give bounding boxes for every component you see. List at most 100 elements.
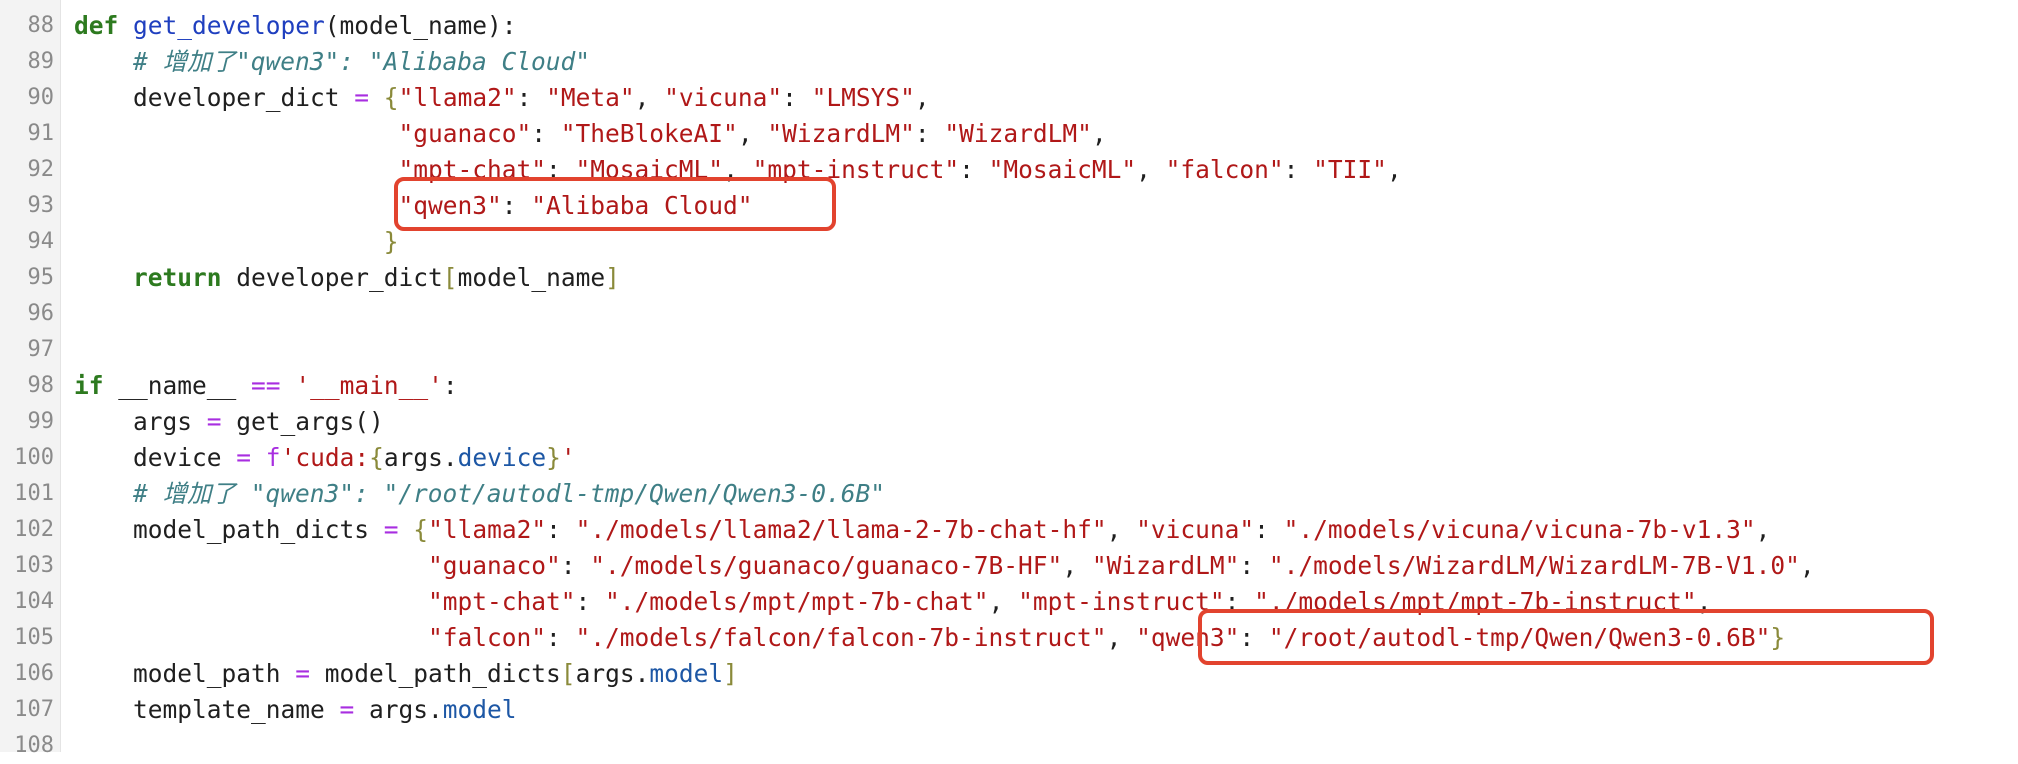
code-token: : <box>914 119 945 148</box>
code-token <box>74 47 133 76</box>
code-line[interactable]: 96 <box>0 296 2018 332</box>
code-line[interactable]: 97 <box>0 332 2018 368</box>
code-token: "falcon" <box>428 623 547 652</box>
code-line[interactable]: 101 # 增加了 "qwen3": "/root/autodl-tmp/Qwe… <box>0 476 2018 512</box>
code-token: [ <box>442 263 458 292</box>
code-token: { <box>369 443 384 472</box>
code-token <box>74 479 133 508</box>
code-token: : <box>1239 623 1269 652</box>
code-token: "WizardLM" <box>767 119 915 148</box>
code-token: : <box>546 515 576 544</box>
code-line[interactable]: 102 model_path_dicts = {"llama2": "./mod… <box>0 512 2018 548</box>
code-line[interactable]: 100 device = f'cuda:{args.device}' <box>0 440 2018 476</box>
code-token: { <box>413 515 429 544</box>
line-number: 97 <box>27 337 55 362</box>
code-token: { <box>383 83 399 112</box>
code-token: "vicuna" <box>664 83 783 112</box>
code-text: "guanaco": "TheBlokeAI", "WizardLM": "Wi… <box>74 116 1107 152</box>
code-token: : <box>1239 551 1269 580</box>
code-line[interactable]: 103 "guanaco": "./models/guanaco/guanaco… <box>0 548 2018 584</box>
code-token: "mpt-chat" <box>428 587 576 616</box>
code-token: __name__ <box>103 371 252 400</box>
code-token <box>74 119 399 148</box>
code-token: : <box>575 587 606 616</box>
code-token: "TII" <box>1313 155 1387 184</box>
code-text: args = get_args() <box>74 404 384 440</box>
code-token <box>118 11 133 40</box>
code-token: , <box>737 119 768 148</box>
code-text: model_path = model_path_dicts[args.model… <box>74 656 738 692</box>
code-line[interactable]: 91 "guanaco": "TheBlokeAI", "WizardLM": … <box>0 116 2018 152</box>
code-token: , <box>1106 515 1137 544</box>
code-token: template_name <box>74 695 340 724</box>
code-token <box>399 515 414 544</box>
code-token: ] <box>723 659 738 688</box>
code-token: , <box>1091 119 1107 148</box>
code-token: developer_dict <box>74 83 355 112</box>
code-token: "qwen3" <box>1136 623 1240 652</box>
code-token: , <box>634 83 665 112</box>
code-line[interactable]: 99 args = get_args() <box>0 404 2018 440</box>
line-number: 89 <box>27 49 55 74</box>
line-number: 103 <box>14 553 54 578</box>
line-number: 100 <box>14 445 54 470</box>
code-text: model_path_dicts = {"llama2": "./models/… <box>74 512 1770 548</box>
code-token: : <box>546 155 576 184</box>
code-token: def <box>74 11 119 40</box>
line-number: 88 <box>27 13 55 38</box>
code-token: model_path <box>74 659 296 688</box>
code-token: , <box>1799 551 1815 580</box>
code-token: } <box>546 443 561 472</box>
code-token: ] <box>605 263 620 292</box>
code-line[interactable]: 93 "qwen3": "Alibaba Cloud" <box>0 188 2018 224</box>
code-line[interactable]: 90 developer_dict = {"llama2": "Meta", "… <box>0 80 2018 116</box>
code-token: : <box>959 155 989 184</box>
code-token: "Meta" <box>546 83 635 112</box>
code-token: = <box>383 515 399 544</box>
code-token: f <box>265 443 281 472</box>
code-token: } <box>1770 623 1786 652</box>
code-token: "./models/WizardLM/WizardLM-7B-V1.0" <box>1268 551 1800 580</box>
code-line[interactable]: 107 template_name = args.model <box>0 692 2018 728</box>
line-number: 107 <box>14 697 54 722</box>
code-line[interactable]: 94 } <box>0 224 2018 260</box>
code-line[interactable]: 89 # 增加了"qwen3": "Alibaba Cloud" <box>0 44 2018 80</box>
highlight-box-qwen3-model-path <box>1198 609 1934 665</box>
code-token: # 增加了"qwen3": "Alibaba Cloud" <box>133 47 591 76</box>
code-token: , <box>1062 551 1092 580</box>
code-token: args <box>74 407 207 436</box>
code-token <box>74 155 399 184</box>
code-token: , <box>1696 587 1712 616</box>
code-line[interactable]: 104 "mpt-chat": "./models/mpt/mpt-7b-cha… <box>0 584 2018 620</box>
code-line[interactable]: 92 "mpt-chat": "MosaicML", "mpt-instruct… <box>0 152 2018 188</box>
line-number: 101 <box>14 481 54 506</box>
code-line[interactable]: 105 "falcon": "./models/falcon/falcon-7b… <box>0 620 2018 656</box>
code-token: 'cuda: <box>280 443 370 472</box>
code-token: "llama2" <box>428 515 547 544</box>
code-token: "Alibaba Cloud" <box>531 191 753 220</box>
code-token: "mpt-instruct" <box>1018 587 1225 616</box>
code-text: # 增加了"qwen3": "Alibaba Cloud" <box>74 44 590 80</box>
code-text: "falcon": "./models/falcon/falcon-7b-ins… <box>74 620 1785 656</box>
code-token: args. <box>383 443 458 472</box>
code-token: = <box>206 407 222 436</box>
code-token: model <box>442 695 517 724</box>
code-line[interactable]: 106 model_path = model_path_dicts[args.m… <box>0 656 2018 692</box>
code-text: # 增加了 "qwen3": "/root/autodl-tmp/Qwen/Qw… <box>74 476 885 512</box>
code-text: developer_dict = {"llama2": "Meta", "vic… <box>74 80 930 116</box>
code-token: "vicuna" <box>1136 515 1255 544</box>
line-number: 99 <box>27 409 55 434</box>
code-line[interactable]: 108 <box>0 728 2018 764</box>
line-number: 93 <box>27 193 55 218</box>
code-text: } <box>74 224 399 260</box>
line-number: 104 <box>14 589 54 614</box>
code-token: "./models/vicuna/vicuna-7b-v1.3" <box>1283 515 1756 544</box>
code-token: (model_name): <box>324 11 517 40</box>
code-text: device = f'cuda:{args.device}' <box>74 440 576 476</box>
code-token: if <box>74 371 104 400</box>
code-line[interactable]: 95 return developer_dict[model_name] <box>0 260 2018 296</box>
code-token: = <box>354 83 370 112</box>
